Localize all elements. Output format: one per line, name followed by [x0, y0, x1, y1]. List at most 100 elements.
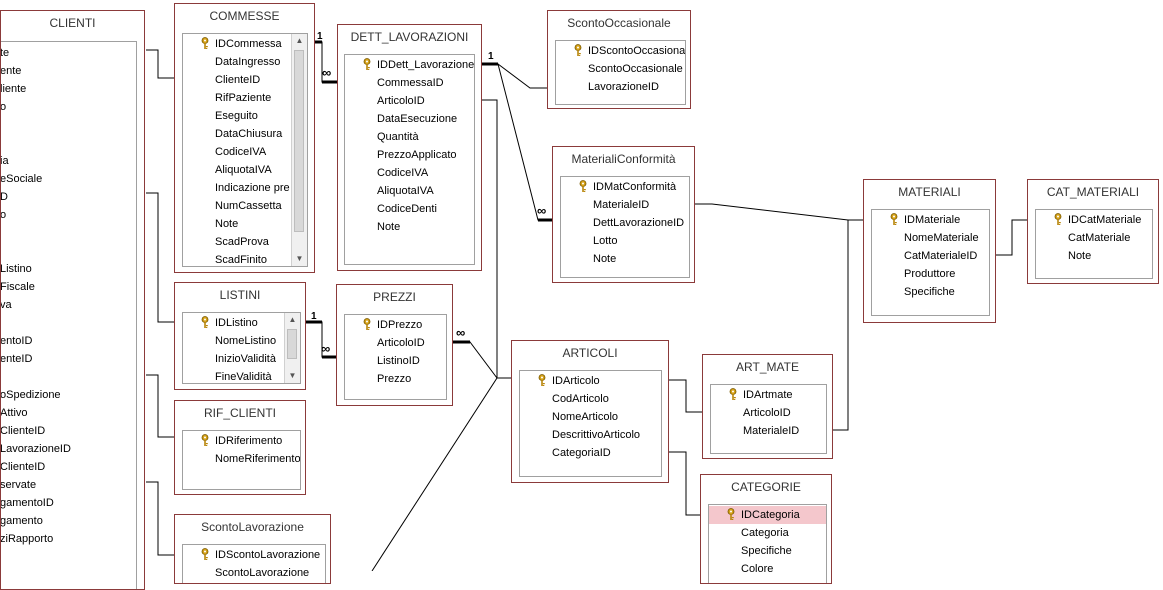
vertical-scrollbar[interactable]: ▲▼ [291, 34, 307, 266]
field-row[interactable]: ScontoOccasionale [556, 60, 685, 78]
field-row[interactable]: IDCommessa [183, 35, 307, 53]
field-row[interactable]: IDScontoLavorazione [183, 546, 325, 564]
field-row[interactable] [1, 116, 136, 134]
field-row[interactable]: Indicazione pre [183, 179, 307, 197]
field-row[interactable]: DataIngresso [183, 53, 307, 71]
field-row[interactable]: Prezzo [345, 370, 446, 388]
field-row[interactable]: IDRiferimento [183, 432, 300, 450]
field-row[interactable]: Specifiche [709, 542, 826, 560]
field-row[interactable]: ListinoID [345, 352, 446, 370]
field-row[interactable]: ScadFinito [183, 251, 307, 266]
field-row[interactable] [1, 134, 136, 152]
field-row[interactable]: NomeListino [183, 332, 300, 350]
field-row[interactable]: Produttore [872, 265, 989, 283]
field-row[interactable]: CodArticolo [520, 390, 661, 408]
field-row[interactable]: NumCassetta [183, 197, 307, 215]
field-row[interactable] [1, 242, 136, 260]
field-row[interactable]: ClienteID [1, 458, 136, 476]
field-row[interactable]: Attivo [1, 404, 136, 422]
field-row[interactable]: IDListino [183, 314, 300, 332]
scroll-down-icon[interactable]: ▼ [295, 254, 304, 263]
field-row[interactable]: CatMateriale [1036, 229, 1152, 247]
field-row[interactable]: D [1, 188, 136, 206]
field-row[interactable]: IDCategoria [709, 506, 826, 524]
scroll-thumb[interactable] [287, 329, 297, 359]
field-row[interactable]: CatMaterialeID [872, 247, 989, 265]
vertical-scrollbar[interactable]: ▲▼ [284, 313, 300, 383]
field-row[interactable]: MaterialeID [711, 422, 826, 440]
field-row[interactable]: NomeRiferimento [183, 450, 300, 468]
scroll-up-icon[interactable]: ▲ [295, 36, 304, 45]
field-row[interactable]: IDArtmate [711, 386, 826, 404]
field-row[interactable]: Listino [1, 260, 136, 278]
scroll-thumb[interactable] [294, 50, 304, 232]
field-row[interactable]: o [1, 98, 136, 116]
field-row[interactable]: CommessaID [345, 74, 474, 92]
field-row[interactable]: ia [1, 152, 136, 170]
field-row[interactable]: ente [1, 62, 136, 80]
field-row[interactable]: IDMateriale [872, 211, 989, 229]
field-row[interactable]: Fiscale [1, 278, 136, 296]
scroll-down-icon[interactable]: ▼ [288, 371, 297, 380]
field-row[interactable]: eSociale [1, 170, 136, 188]
field-row[interactable]: gamento [1, 512, 136, 530]
field-row[interactable]: FineValidità [183, 368, 300, 383]
field-row[interactable]: DataEsecuzione [345, 110, 474, 128]
field-row[interactable]: ScontoLavorazione [183, 564, 325, 582]
field-row[interactable]: IDPrezzo [345, 316, 446, 334]
field-row[interactable]: te [1, 44, 136, 62]
field-row[interactable]: ziRapporto [1, 530, 136, 548]
field-row[interactable]: Specifiche [872, 283, 989, 301]
field-row[interactable]: ClienteID [1, 422, 136, 440]
field-row[interactable]: Note [1036, 247, 1152, 265]
field-row[interactable]: ClienteID [183, 71, 307, 89]
field-row[interactable]: RifPaziente [183, 89, 307, 107]
field-row[interactable] [1, 368, 136, 386]
field-row[interactable]: ArticoloID [711, 404, 826, 422]
field-row[interactable]: Note [561, 250, 689, 268]
field-row[interactable]: IDMatConformità [561, 178, 689, 196]
field-row[interactable]: AliquotaIVA [183, 161, 307, 179]
field-row[interactable]: NomeArticolo [520, 408, 661, 426]
field-row[interactable]: CodiceDenti [345, 200, 474, 218]
field-row[interactable]: va [1, 296, 136, 314]
field-row[interactable]: AliquotaIVA [345, 182, 474, 200]
field-row[interactable]: Lotto [561, 232, 689, 250]
field-row[interactable]: IDCatMateriale [1036, 211, 1152, 229]
field-row[interactable]: Note [183, 215, 307, 233]
field-row[interactable]: DettLavorazioneID [561, 214, 689, 232]
field-row[interactable]: oSpedizione [1, 386, 136, 404]
field-row[interactable]: CategoriaID [520, 444, 661, 462]
field-row[interactable]: ScadProva [183, 233, 307, 251]
field-row[interactable] [1, 314, 136, 332]
field-row[interactable]: Categoria [709, 524, 826, 542]
field-row[interactable]: CodiceIVA [183, 143, 307, 161]
field-row[interactable]: IDScontoOccasionale [556, 42, 685, 60]
field-row[interactable]: ArticoloID [345, 334, 446, 352]
field-row[interactable]: LavorazioneID [556, 78, 685, 96]
